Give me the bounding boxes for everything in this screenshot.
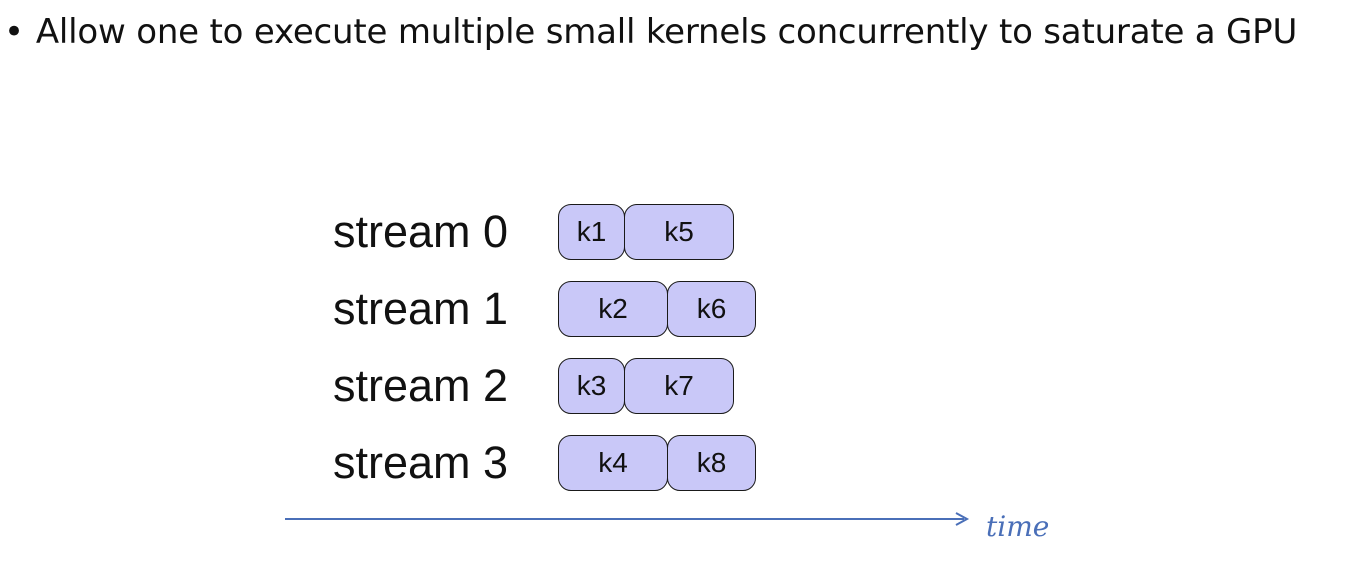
- kernel-box-k8: k8: [667, 435, 756, 491]
- arrowhead-icon: [955, 512, 970, 526]
- stream-label-3: stream 3: [333, 437, 509, 488]
- bullet-symbol: •: [4, 12, 24, 52]
- stream-label-0: stream 0: [333, 206, 509, 257]
- kernel-box-k4: k4: [558, 435, 668, 491]
- bullet-point: • Allow one to execute multiple small ke…: [4, 10, 1297, 54]
- kernel-box-k5: k5: [624, 204, 734, 260]
- kernel-box-k1: k1: [558, 204, 625, 260]
- time-arrow: [285, 512, 970, 526]
- stream-label-2: stream 2: [333, 360, 509, 411]
- time-axis-label: time: [986, 510, 1050, 543]
- stream-label-1: stream 1: [333, 283, 509, 334]
- kernel-box-k7: k7: [624, 358, 734, 414]
- kernel-box-k3: k3: [558, 358, 625, 414]
- kernel-box-k2: k2: [558, 281, 668, 337]
- bullet-text: Allow one to execute multiple small kern…: [35, 12, 1298, 52]
- kernel-box-k6: k6: [667, 281, 756, 337]
